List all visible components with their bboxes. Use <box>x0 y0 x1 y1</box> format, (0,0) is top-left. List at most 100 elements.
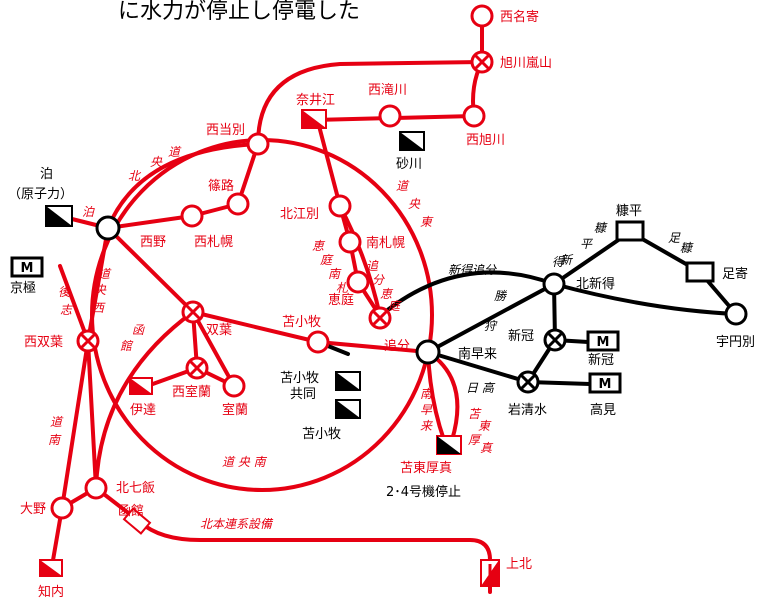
label-naie: 奈井江 <box>296 93 335 108</box>
line-nukabira-3: 新 <box>560 253 574 267</box>
line-ashoro-2: 糠 <box>680 241 694 255</box>
yufutsu-line <box>426 282 556 354</box>
label-kita-nanae: 北七飯 <box>116 481 155 496</box>
hydro-niikappu: M <box>586 330 620 352</box>
hidaka-line <box>426 350 530 384</box>
node-nishino <box>95 215 121 241</box>
nanae-line <box>86 339 98 490</box>
line-nukabira-4: 得 <box>552 255 566 269</box>
label-nishi-muroran: 西室蘭 <box>172 384 211 400</box>
line-oiwake-2: 分 <box>372 273 385 287</box>
tomakomai-hayakita-line <box>316 340 430 354</box>
label-tomakomai-kyodo-1: 苫小牧 <box>280 370 319 386</box>
line-tomato-1: 苫 <box>468 407 482 421</box>
line-tomato-4: 真 <box>480 441 494 455</box>
dooh-nishi-line <box>86 226 110 343</box>
node-oiwake <box>368 306 392 330</box>
plant-hakodate <box>122 507 152 535</box>
node-nishi-tobetsu <box>246 132 270 156</box>
red-switch-nodes <box>76 50 494 380</box>
switch-nukabira <box>615 220 645 242</box>
line-shintoku-oiwake: 新得追分 <box>448 263 497 277</box>
label-nishi-takikawa: 西滝川 <box>368 83 407 98</box>
line-hakodate-2: 館 <box>120 339 134 353</box>
line-hakodate-1: 函 <box>132 323 145 337</box>
label-takami: 高見 <box>590 402 616 418</box>
line-goshi-2: 志 <box>60 303 74 317</box>
label-date: 伊達 <box>130 403 156 418</box>
node-kita-nanae <box>84 476 108 500</box>
line-minami-hayakita-1: 南 <box>420 387 434 401</box>
label-tomato-atsuma: 苫東厚真 <box>400 460 452 476</box>
label-kyogoku: 京極 <box>10 280 36 296</box>
node-ono <box>50 496 74 520</box>
hydro-kyogoku: M <box>10 256 44 278</box>
node-tomakomai <box>306 330 330 354</box>
label-iwashimizu: 岩清水 <box>508 403 547 418</box>
node-nishi-asahikawa <box>462 104 486 128</box>
line-oiwake-4: 庭 <box>388 299 402 313</box>
line-hokuhon: 北本連系設備 <box>200 517 274 531</box>
line-dohoku-2: 央 <box>150 155 163 169</box>
hakodate-line <box>94 310 195 490</box>
label-tomakomai-kyodo-2: 共同 <box>290 387 316 402</box>
node-iwashimizu <box>516 370 540 394</box>
black-substations <box>95 215 748 365</box>
kyogoku-line <box>58 264 90 343</box>
label-oiwake: 追分 <box>384 338 410 354</box>
m-icon-kyogoku: M <box>21 261 34 276</box>
label-minami-hayakita: 南早来 <box>458 346 497 362</box>
label-tomari-nuclear: （原子力） <box>8 187 73 202</box>
node-nishi-takikawa <box>378 104 402 128</box>
plant-tomakomai-kyodo <box>335 371 361 391</box>
line-dooh-nishi-2: 央 <box>94 283 107 297</box>
black-switch-nodes <box>516 328 567 394</box>
futaba-tomakomai-line <box>191 310 320 344</box>
kitaebetsu-oiwake-line <box>338 204 382 318</box>
node-niikappu <box>543 328 567 352</box>
plant-tomakomai <box>335 399 361 419</box>
node-muroran <box>222 374 246 398</box>
line-minami-hayakita-3: 来 <box>420 419 433 433</box>
plant-tomari <box>45 205 73 227</box>
label-eniwa: 恵庭 <box>328 292 354 308</box>
node-shinoro <box>226 192 250 216</box>
label-tomato-stopped: 2･4号機停止 <box>386 484 461 500</box>
switch-ashoro <box>685 261 715 283</box>
red-substations <box>50 4 494 520</box>
hydro-takami: M <box>588 372 622 394</box>
plant-sunagawa <box>399 131 425 151</box>
node-nishi-sapporo <box>180 204 204 228</box>
label-kita-shintoku: 北新得 <box>576 276 615 292</box>
label-ashoro: 足寄 <box>722 266 748 282</box>
line-goshi-1: 後 <box>58 285 71 299</box>
tobetsu-asahikawa-line <box>256 60 484 146</box>
node-kita-shintoku <box>542 272 566 296</box>
m-icon-takami: M <box>599 377 612 392</box>
donan-line <box>60 339 90 510</box>
node-nishi-futaba <box>76 329 100 353</box>
line-doo-higashi-3: 東 <box>420 215 434 229</box>
line-doo-higashi-2: 央 <box>408 197 421 211</box>
label-nishi-asahikawa: 西旭川 <box>466 133 505 148</box>
nishino-futaba-line <box>106 226 195 314</box>
line-oiwake-1: 追 <box>366 259 379 273</box>
plant-naie <box>301 109 327 129</box>
label-sunagawa: 砂川 <box>396 157 422 172</box>
node-urahoro <box>724 302 748 326</box>
nishisapporo-nishino-line <box>106 214 194 230</box>
plant-kamikita <box>480 559 500 592</box>
dohoku-line <box>106 142 260 230</box>
node-kita-ebetsu <box>328 194 352 218</box>
line-donan-2: 南 <box>48 433 62 447</box>
line-oiwake-3: 恵 <box>380 287 394 301</box>
line-eniwa-4: 札 <box>336 281 348 295</box>
node-futaba <box>181 300 205 324</box>
line-ashoro-1: 足 <box>668 231 681 245</box>
plant-date <box>129 377 153 395</box>
label-urahoro: 宇円別 <box>716 335 755 350</box>
node-minami-sapporo <box>338 230 362 254</box>
label-niikappu-hydro: 新冠 <box>588 352 614 368</box>
line-nukabira-1: 糠 <box>594 221 608 235</box>
